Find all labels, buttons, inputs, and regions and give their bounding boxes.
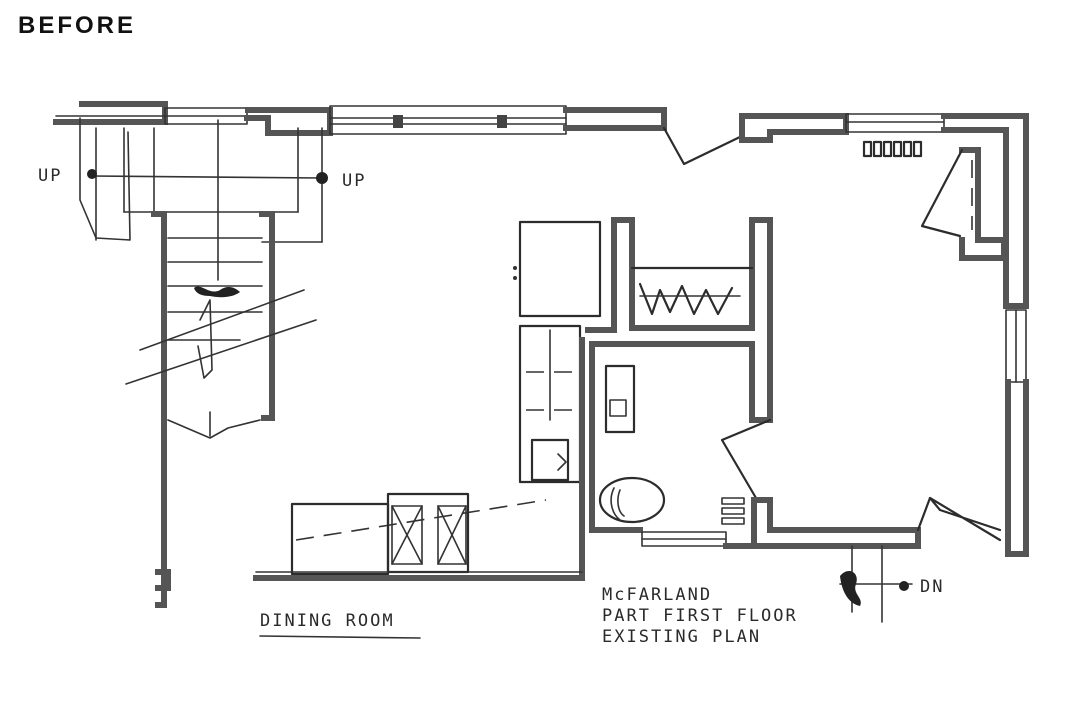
plan-title-line1: McFARLAND (602, 585, 712, 605)
down-label: DN (920, 577, 944, 597)
exterior-wall-top (53, 101, 1029, 309)
kitchen-counters (253, 220, 602, 581)
closet (585, 217, 773, 533)
up-label-left: UP (38, 166, 62, 186)
page-heading: BEFORE (18, 12, 137, 39)
radiator-icon (862, 140, 923, 158)
staircase (79, 117, 328, 608)
bathroom (598, 364, 932, 549)
down-stair (839, 545, 913, 623)
exterior-wall-right (928, 309, 1029, 557)
up-label-right: UP (342, 171, 366, 191)
dining-room-underline (259, 635, 421, 639)
dining-room-label: DINING ROOM (260, 611, 395, 631)
plan-title-line3: EXISTING PLAN (602, 627, 761, 647)
corner-closet (920, 147, 1007, 261)
plan-title-line2: PART FIRST FLOOR (602, 606, 798, 626)
